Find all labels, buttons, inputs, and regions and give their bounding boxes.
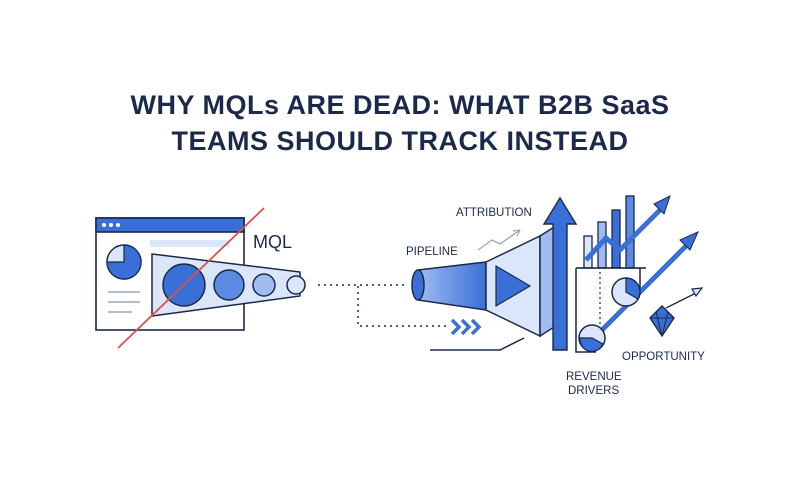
title-line-2: TEAMS SHOULD TRACK INSTEAD	[171, 126, 629, 156]
pipeline-icon	[411, 261, 487, 311]
growth-arrow-head	[679, 231, 699, 251]
label-pipeline: PIPELINE	[406, 246, 458, 258]
label-attribution: ATTRIBUTION	[456, 207, 532, 219]
diamond-icon	[649, 305, 675, 338]
diamond-arrow	[665, 291, 699, 309]
title-line-1: WHY MQLs ARE DEAD: WHAT B2B SaaS	[130, 90, 670, 120]
chevrons-icon	[450, 318, 482, 336]
base-line	[430, 337, 525, 351]
trend-arrow-top-head	[653, 195, 671, 215]
funnel-icon	[485, 220, 563, 338]
growth-arrow	[594, 242, 690, 338]
attribution-arrow-head	[512, 229, 521, 237]
mql-funnel	[151, 253, 306, 317]
pie-chart-icon	[106, 244, 142, 280]
label-opportunity: OPPORTUNITY	[622, 351, 705, 363]
label-mql: MQL	[253, 232, 292, 252]
diamond-arrow-head	[691, 287, 704, 298]
pie-chart-icon	[611, 277, 641, 307]
pie-chart-icon	[578, 324, 606, 352]
dotted-connector-bottom	[357, 286, 448, 327]
label-revenue-drivers-1: REVENUE	[566, 371, 622, 383]
attribution-arrow	[477, 229, 521, 251]
label-revenue-drivers-2: DRIVERS	[568, 385, 619, 397]
arrow-up-icon	[542, 196, 578, 351]
trend-arrow-top	[584, 204, 666, 262]
strike-line	[117, 207, 265, 349]
